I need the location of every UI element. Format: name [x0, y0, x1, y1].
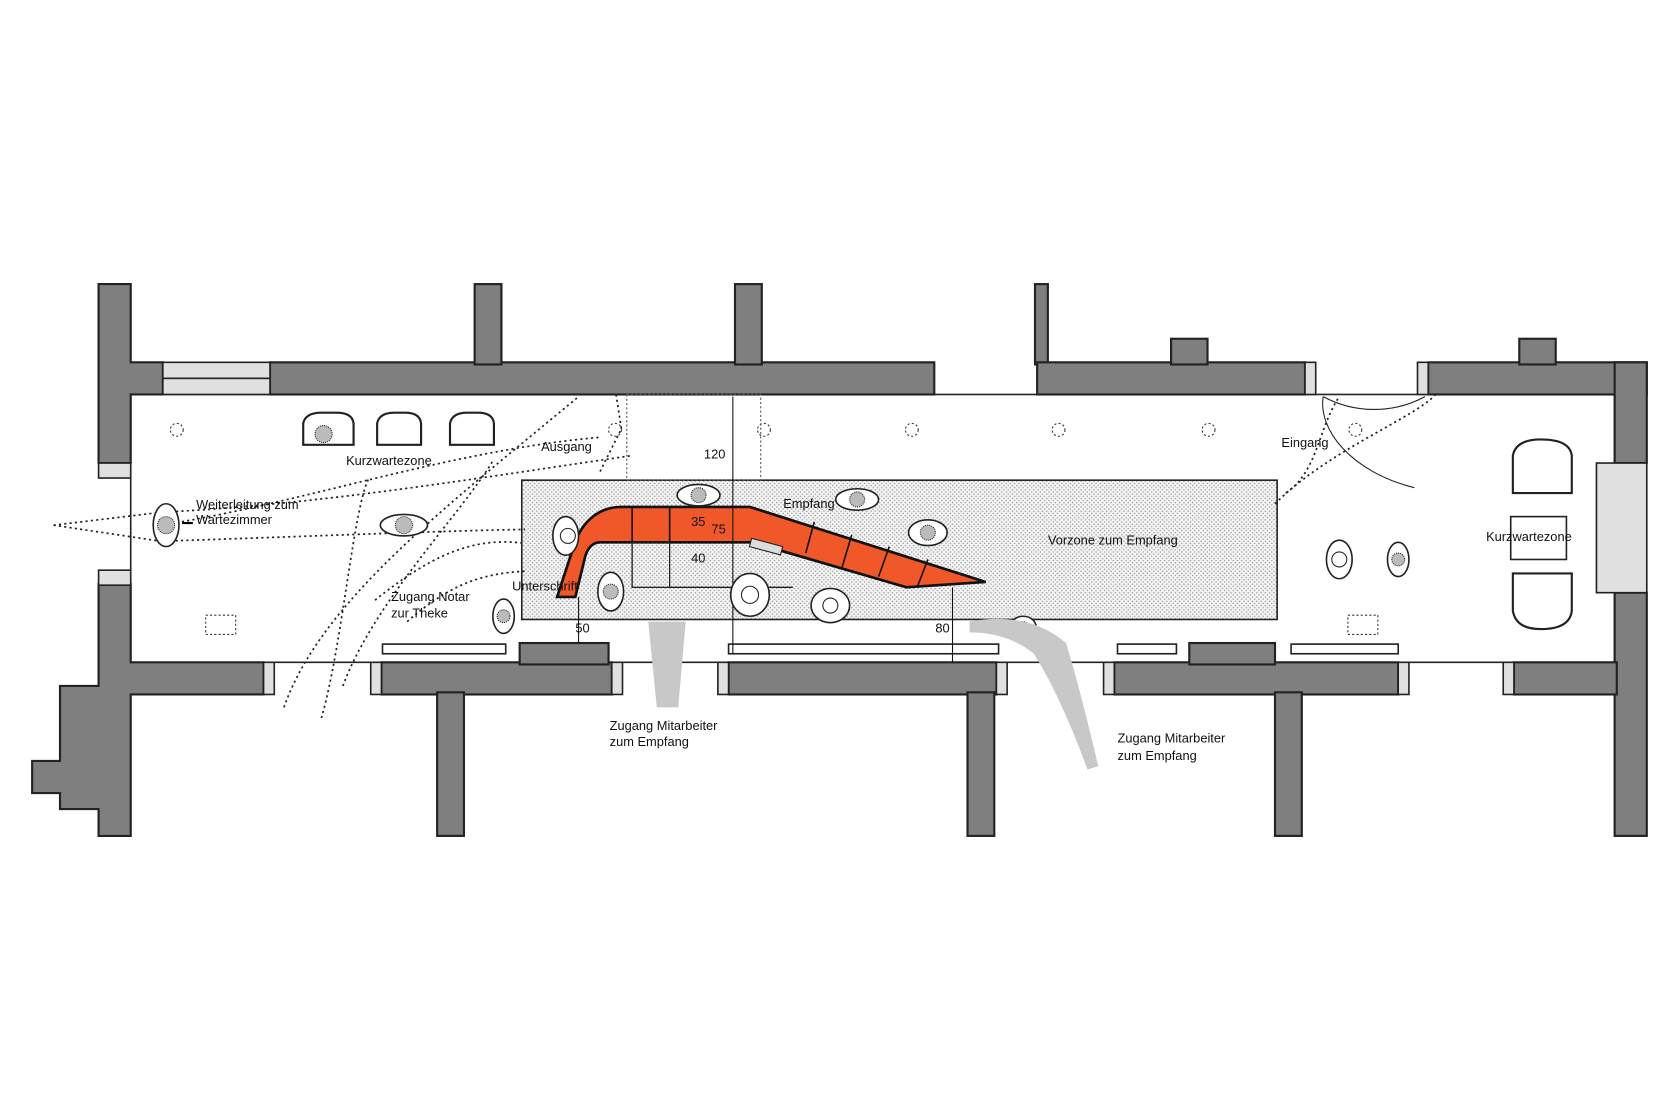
staff-access-arrow-2 — [969, 618, 1099, 770]
label-kurzwartezone-right: Kurzwartezone — [1486, 529, 1572, 544]
label-mitarbeiter-a-1: Zugang Mitarbeiter — [610, 718, 719, 733]
dim-35: 35 — [691, 514, 705, 529]
dim-80: 80 — [935, 620, 949, 635]
label-mitarbeiter-b-1: Zugang Mitarbeiter — [1118, 731, 1227, 746]
label-eingang: Eingang — [1281, 435, 1328, 450]
walls — [31, 283, 1648, 837]
dim-120: 120 — [704, 447, 725, 462]
dimension-lines — [578, 396, 954, 663]
desk-area — [626, 393, 762, 481]
label-zugang-notar-2: zur Theke — [391, 605, 448, 620]
label-weiterleitung-1: Weiterleitung zum — [196, 497, 299, 512]
counter-segments — [631, 506, 929, 588]
dim-50: 50 — [575, 620, 589, 635]
label-vorzone: Vorzone zum Empfang — [1048, 532, 1178, 547]
vorzone-area — [520, 479, 1278, 621]
people — [152, 483, 1410, 639]
dim-75: 75 — [711, 522, 725, 537]
dim-40: 40 — [691, 551, 705, 566]
label-empfang: Empfang — [783, 496, 834, 511]
label-unterschrift: Unterschrift — [512, 579, 578, 594]
staff-access-arrow-1 — [648, 621, 686, 708]
waiting-chairs — [302, 411, 1573, 631]
labels: Kurzwartezone Ausgang Eingang Weiterleit… — [196, 435, 1572, 763]
label-ausgang: Ausgang — [541, 439, 592, 454]
label-kurzwartezone-left: Kurzwartezone — [346, 453, 432, 468]
label-mitarbeiter-b-2: zum Empfang — [1118, 748, 1197, 763]
label-weiterleitung-2: Wartezimmer — [196, 512, 273, 527]
movement-paths — [53, 393, 1437, 719]
benches — [381, 643, 1400, 655]
label-zugang-notar-1: Zugang Notar — [391, 589, 470, 604]
label-mitarbeiter-a-2: zum Empfang — [610, 734, 689, 749]
